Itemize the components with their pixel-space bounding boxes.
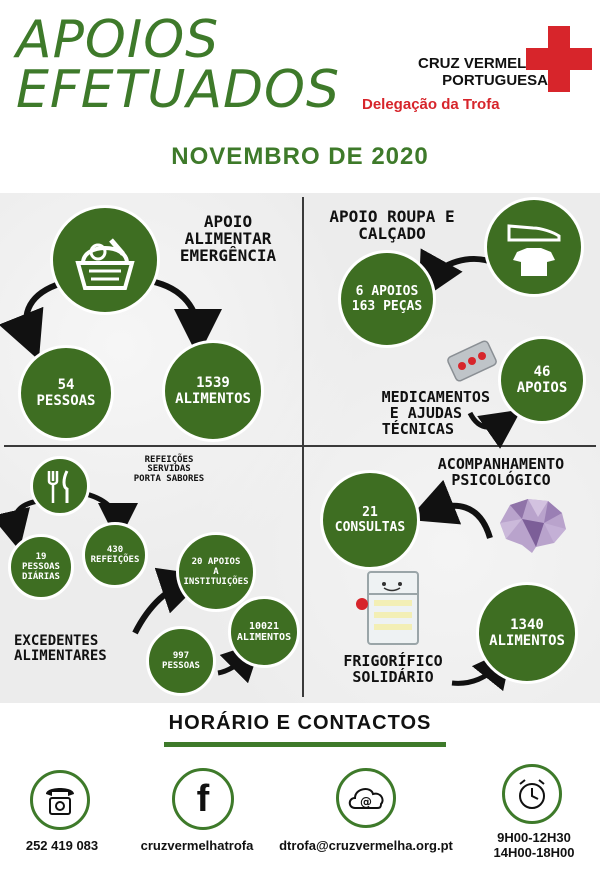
title-line-1: APOIOS	[16, 10, 220, 70]
clothing-pieces: 163 PEÇAS	[351, 299, 423, 314]
surplus-institutions-1: 20 APOIOS	[191, 557, 241, 567]
title-line-2: EFETUADOS	[16, 60, 340, 120]
clothing-stat: 6 APOIOS 163 PEÇAS	[338, 250, 436, 348]
org-name: CRUZ VERMELHA PORTUGUESA	[350, 55, 548, 89]
surplus-title-1: EXCEDENTES	[14, 633, 99, 649]
footer-underline	[164, 742, 446, 747]
facebook-text: cruzvermelhatrofa	[140, 838, 254, 853]
meals-count-stat: 430 REFEIÇÕES	[82, 522, 148, 588]
surplus-institutions-2: A	[213, 567, 219, 577]
cutlery-icon	[47, 470, 69, 503]
meals-people-label-2: DIÁRIAS	[22, 572, 60, 582]
food-aid-icon-circle	[50, 205, 160, 315]
hours-text: 9H00-12H30 14H00-18H00	[470, 830, 598, 860]
org-delegation: Delegação da Trofa	[362, 96, 500, 113]
phone-text: 252 419 083	[25, 838, 99, 853]
svg-text:@: @	[360, 795, 372, 809]
pills-icon	[446, 340, 498, 382]
surplus-institutions-stat: 20 APOIOS A INSTITUIÇÕES	[176, 532, 256, 612]
fridge-icon	[354, 568, 426, 648]
phone-icon	[46, 788, 74, 815]
food-aid-people-value: 54	[57, 377, 75, 393]
fridge-value: 1340	[510, 617, 544, 633]
medicine-label: APOIOS	[516, 380, 568, 396]
medicine-title-2: E AJUDAS	[389, 403, 462, 422]
facebook-icon: f	[196, 777, 210, 820]
clothing-title: APOIO ROUPA E CALÇADO	[322, 207, 462, 243]
surplus-items-stat: 10021 ALIMENTOS	[228, 596, 300, 668]
meals-people-value: 19	[35, 552, 47, 562]
psych-title-2: PSICOLÓGICO	[451, 470, 551, 489]
clock-icon-circle	[502, 764, 562, 824]
food-basket-icon	[75, 238, 135, 290]
meals-people-stat: 19 PESSOAS DIÁRIAS	[8, 534, 74, 600]
clothing-title-2: CALÇADO	[358, 223, 426, 243]
surplus-title: EXCEDENTES ALIMENTARES	[14, 634, 136, 663]
food-aid-items-label: ALIMENTOS	[175, 391, 251, 407]
food-aid-title: APOIO ALIMENTAR EMERGÊNCIA	[160, 212, 296, 265]
meals-count-label: REFEIÇÕES	[90, 555, 140, 565]
medicine-title-1: MEDICAMENTOS	[381, 388, 490, 406]
surplus-people-label: PESSOAS	[162, 661, 200, 671]
surplus-institutions-3: INSTITUIÇÕES	[183, 577, 249, 587]
food-aid-items-value: 1539	[196, 375, 230, 391]
email-text: dtrofa@cruzvermelha.org.pt	[279, 838, 453, 853]
facebook-icon-circle: f	[172, 768, 234, 830]
medicine-value: 46	[533, 364, 551, 380]
psych-title-1: ACOMPANHAMENTO	[437, 455, 565, 473]
medicine-title-3: TÉCNICAS	[381, 419, 454, 438]
month-heading: NOVEMBRO DE 2020	[171, 143, 429, 170]
meals-icon-circle	[30, 456, 90, 516]
food-aid-title-2: ALIMENTAR	[184, 228, 272, 248]
divider-vertical	[302, 197, 304, 697]
psych-value: 21	[362, 505, 378, 520]
food-aid-items-stat: 1539 ALIMENTOS	[162, 340, 264, 442]
divider-horizontal	[4, 445, 596, 447]
hours-line-1: 9H00-12H30	[497, 830, 571, 845]
food-aid-title-3: EMERGÊNCIA	[179, 245, 277, 265]
clothing-supports: 6 APOIOS	[355, 284, 419, 299]
surplus-title-2: ALIMENTARES	[14, 647, 107, 664]
food-aid-title-1: APOIO	[203, 212, 253, 231]
clothing-icon-circle	[484, 197, 584, 297]
email-icon-circle: @	[336, 768, 396, 828]
meals-people-label-1: PESSOAS	[22, 562, 60, 572]
clothing-icon	[507, 224, 561, 276]
surplus-items-value: 10021	[248, 621, 280, 632]
fridge-title: FRIGORÍFICO SOLIDÁRIO	[330, 652, 456, 686]
meals-title-1: REFEIÇÕES	[144, 455, 194, 465]
fridge-label: ALIMENTOS	[489, 633, 565, 649]
footer-title: HORÁRIO E CONTACTOS	[168, 712, 432, 734]
surplus-people-stat: 997 PESSOAS	[146, 626, 216, 696]
hours-line-2: 14H00-18H00	[493, 845, 575, 860]
fridge-title-1: FRIGORÍFICO	[343, 652, 443, 670]
brain-icon	[492, 493, 572, 555]
fridge-title-2: SOLIDÁRIO	[352, 667, 434, 686]
meals-title: REFEIÇÕES SERVIDAS PORTA SABORES	[114, 455, 224, 484]
alarm-clock-icon	[519, 779, 545, 809]
clothing-title-1: APOIO ROUPA E	[329, 207, 455, 226]
food-aid-people-label: PESSOAS	[36, 393, 96, 409]
medicine-title: MEDICAMENTOS E AJUDAS TÉCNICAS	[320, 388, 490, 438]
red-cross-logo	[526, 26, 592, 92]
surplus-people-value: 997	[172, 651, 190, 661]
food-aid-people-stat: 54 PESSOAS	[18, 345, 114, 441]
fridge-stat: 1340 ALIMENTOS	[476, 582, 578, 684]
meals-title-2: SERVIDAS	[147, 464, 191, 475]
medicine-stat: 46 APOIOS	[498, 336, 586, 424]
surplus-items-label: ALIMENTOS	[236, 632, 292, 643]
meals-count-value: 430	[106, 545, 124, 555]
meals-title-3: PORTA SABORES	[133, 473, 205, 484]
email-cloud-icon: @	[348, 788, 384, 809]
psych-title: ACOMPANHAMENTO PSICOLÓGICO	[404, 455, 598, 489]
org-line-2: PORTUGUESA	[442, 72, 548, 89]
psych-label: CONSULTAS	[334, 520, 406, 535]
org-line-1: CRUZ VERMELHA	[418, 55, 548, 72]
psych-stat: 21 CONSULTAS	[320, 470, 420, 570]
phone-icon-circle	[30, 770, 90, 830]
